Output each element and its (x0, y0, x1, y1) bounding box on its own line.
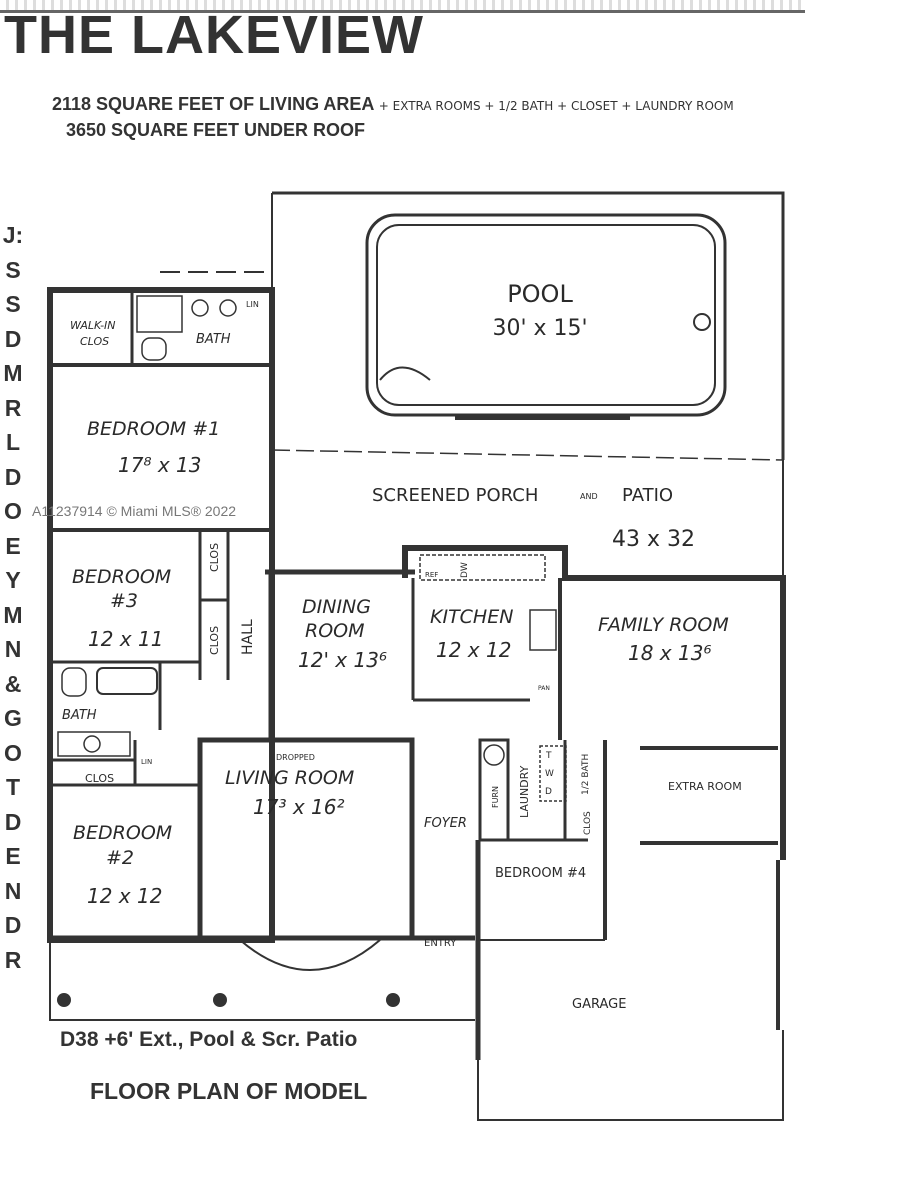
tub-label: T (545, 751, 552, 761)
side-letter: & (4, 670, 22, 697)
side-letter: E (5, 843, 21, 869)
bedroom1-label: BEDROOM #1 (87, 418, 220, 440)
family-dim: 18 x 13⁶ (628, 641, 711, 665)
bedroom3-label: BEDROOM (72, 566, 171, 588)
extra-room-label: EXTRA ROOM (668, 780, 742, 793)
model-note: D38 +6' Ext., Pool & Scr. Patio (60, 1028, 358, 1051)
pan-label: PAN (538, 685, 550, 692)
hall-label: HALL (240, 619, 256, 655)
side-letter: J: (2, 222, 24, 248)
foyer-label: FOYER (424, 816, 467, 831)
kitchen-label: KITCHEN (430, 606, 513, 628)
dryer-label: D (545, 787, 552, 797)
bedroom3-label2: #3 (110, 590, 138, 612)
side-letter: M (3, 601, 23, 628)
closet-label: CLOS (85, 772, 114, 785)
side-letter: M (3, 360, 23, 386)
scan-edge (0, 0, 805, 13)
bath1-label: BATH (196, 332, 231, 347)
porch-label: SCREENED PORCH (372, 485, 538, 506)
bedroom2-dim: 12 x 12 (87, 884, 162, 908)
pool-label: POOL (507, 280, 573, 308)
side-letter: D (4, 463, 22, 490)
side-letter: R (4, 394, 22, 421)
half-bath-label: 1/2 BATH (581, 754, 591, 795)
side-letter: O (4, 739, 22, 766)
closet-label: CLOS (208, 543, 221, 572)
dining-label2: ROOM (305, 620, 365, 642)
dining-label: DINING (302, 596, 371, 618)
dining-dim: 12' x 13⁶ (298, 648, 387, 672)
bedroom4-label: BEDROOM #4 (495, 866, 586, 881)
living-dim: 17³ x 16² (253, 795, 344, 819)
pool-dim: 30' x 15' (492, 316, 587, 341)
side-letter: N (4, 877, 22, 904)
garage-label: GARAGE (572, 997, 626, 1012)
bedroom2-label: BEDROOM (73, 822, 172, 844)
side-letter: E (5, 532, 21, 559)
walk-in-label2: CLOS (80, 335, 109, 348)
closet-label: CLOS (208, 626, 221, 655)
side-letter: O (4, 498, 22, 524)
side-letter: D (4, 325, 22, 352)
bedroom2-label2: #2 (106, 847, 134, 869)
entry-label: ENTRY (424, 938, 457, 949)
side-letter: D (4, 808, 22, 835)
bath2-label: BATH (62, 708, 97, 723)
side-letter: D (4, 912, 22, 938)
side-letter: S (5, 256, 21, 283)
bedroom3-dim: 12 x 11 (88, 627, 163, 651)
side-letter: R (4, 946, 22, 973)
pool-outline (365, 213, 727, 417)
handwritten-addition: + EXTRA ROOMS + 1/2 BATH + CLOSET + LAUN… (378, 99, 734, 113)
family-label: FAMILY ROOM (598, 614, 729, 636)
closet-label: CLOS (583, 811, 593, 835)
side-letter: S (5, 291, 21, 317)
side-letter: T (5, 774, 21, 800)
lin-label: LIN (141, 758, 152, 766)
pool-deck-edge (272, 191, 785, 460)
porch-dim: 43 x 32 (612, 527, 695, 552)
washer-label: W (545, 769, 554, 779)
sun-icon (693, 313, 711, 331)
kitchen-dim: 12 x 12 (436, 638, 511, 662)
lin-label: LIN (246, 300, 259, 309)
ref-label: REF (425, 571, 438, 579)
side-letter: G (4, 705, 22, 731)
side-letter: Y (5, 567, 21, 593)
porch-label2: PATIO (622, 485, 673, 506)
under-roof-line: 3650 SQUARE FEET UNDER ROOF (66, 120, 366, 140)
watermark: A11237914 © Miami MLS® 2022 (32, 503, 237, 519)
living-area-text: 2118 SQUARE FEET OF LIVING AREA (52, 94, 374, 114)
furnace-label: FURN (491, 786, 500, 808)
floor-plan-caption: FLOOR PLAN OF MODEL (90, 1078, 368, 1102)
living-area-line: 2118 SQUARE FEET OF LIVING AREA + EXTRA … (52, 94, 734, 115)
laundry-label: LAUNDRY (518, 765, 531, 818)
page-title: THE LAKEVIEW (4, 5, 425, 65)
dishwasher-label: DW (460, 562, 470, 578)
porch-and: AND (580, 492, 598, 501)
bedroom1-dim: 17⁸ x 13 (118, 453, 201, 477)
side-letter: N (4, 636, 22, 662)
side-letter: L (5, 429, 21, 455)
walk-in-label: WALK-IN (70, 319, 116, 332)
living-label: LIVING ROOM (225, 767, 354, 789)
dropped-note: DROPPED (276, 753, 315, 762)
